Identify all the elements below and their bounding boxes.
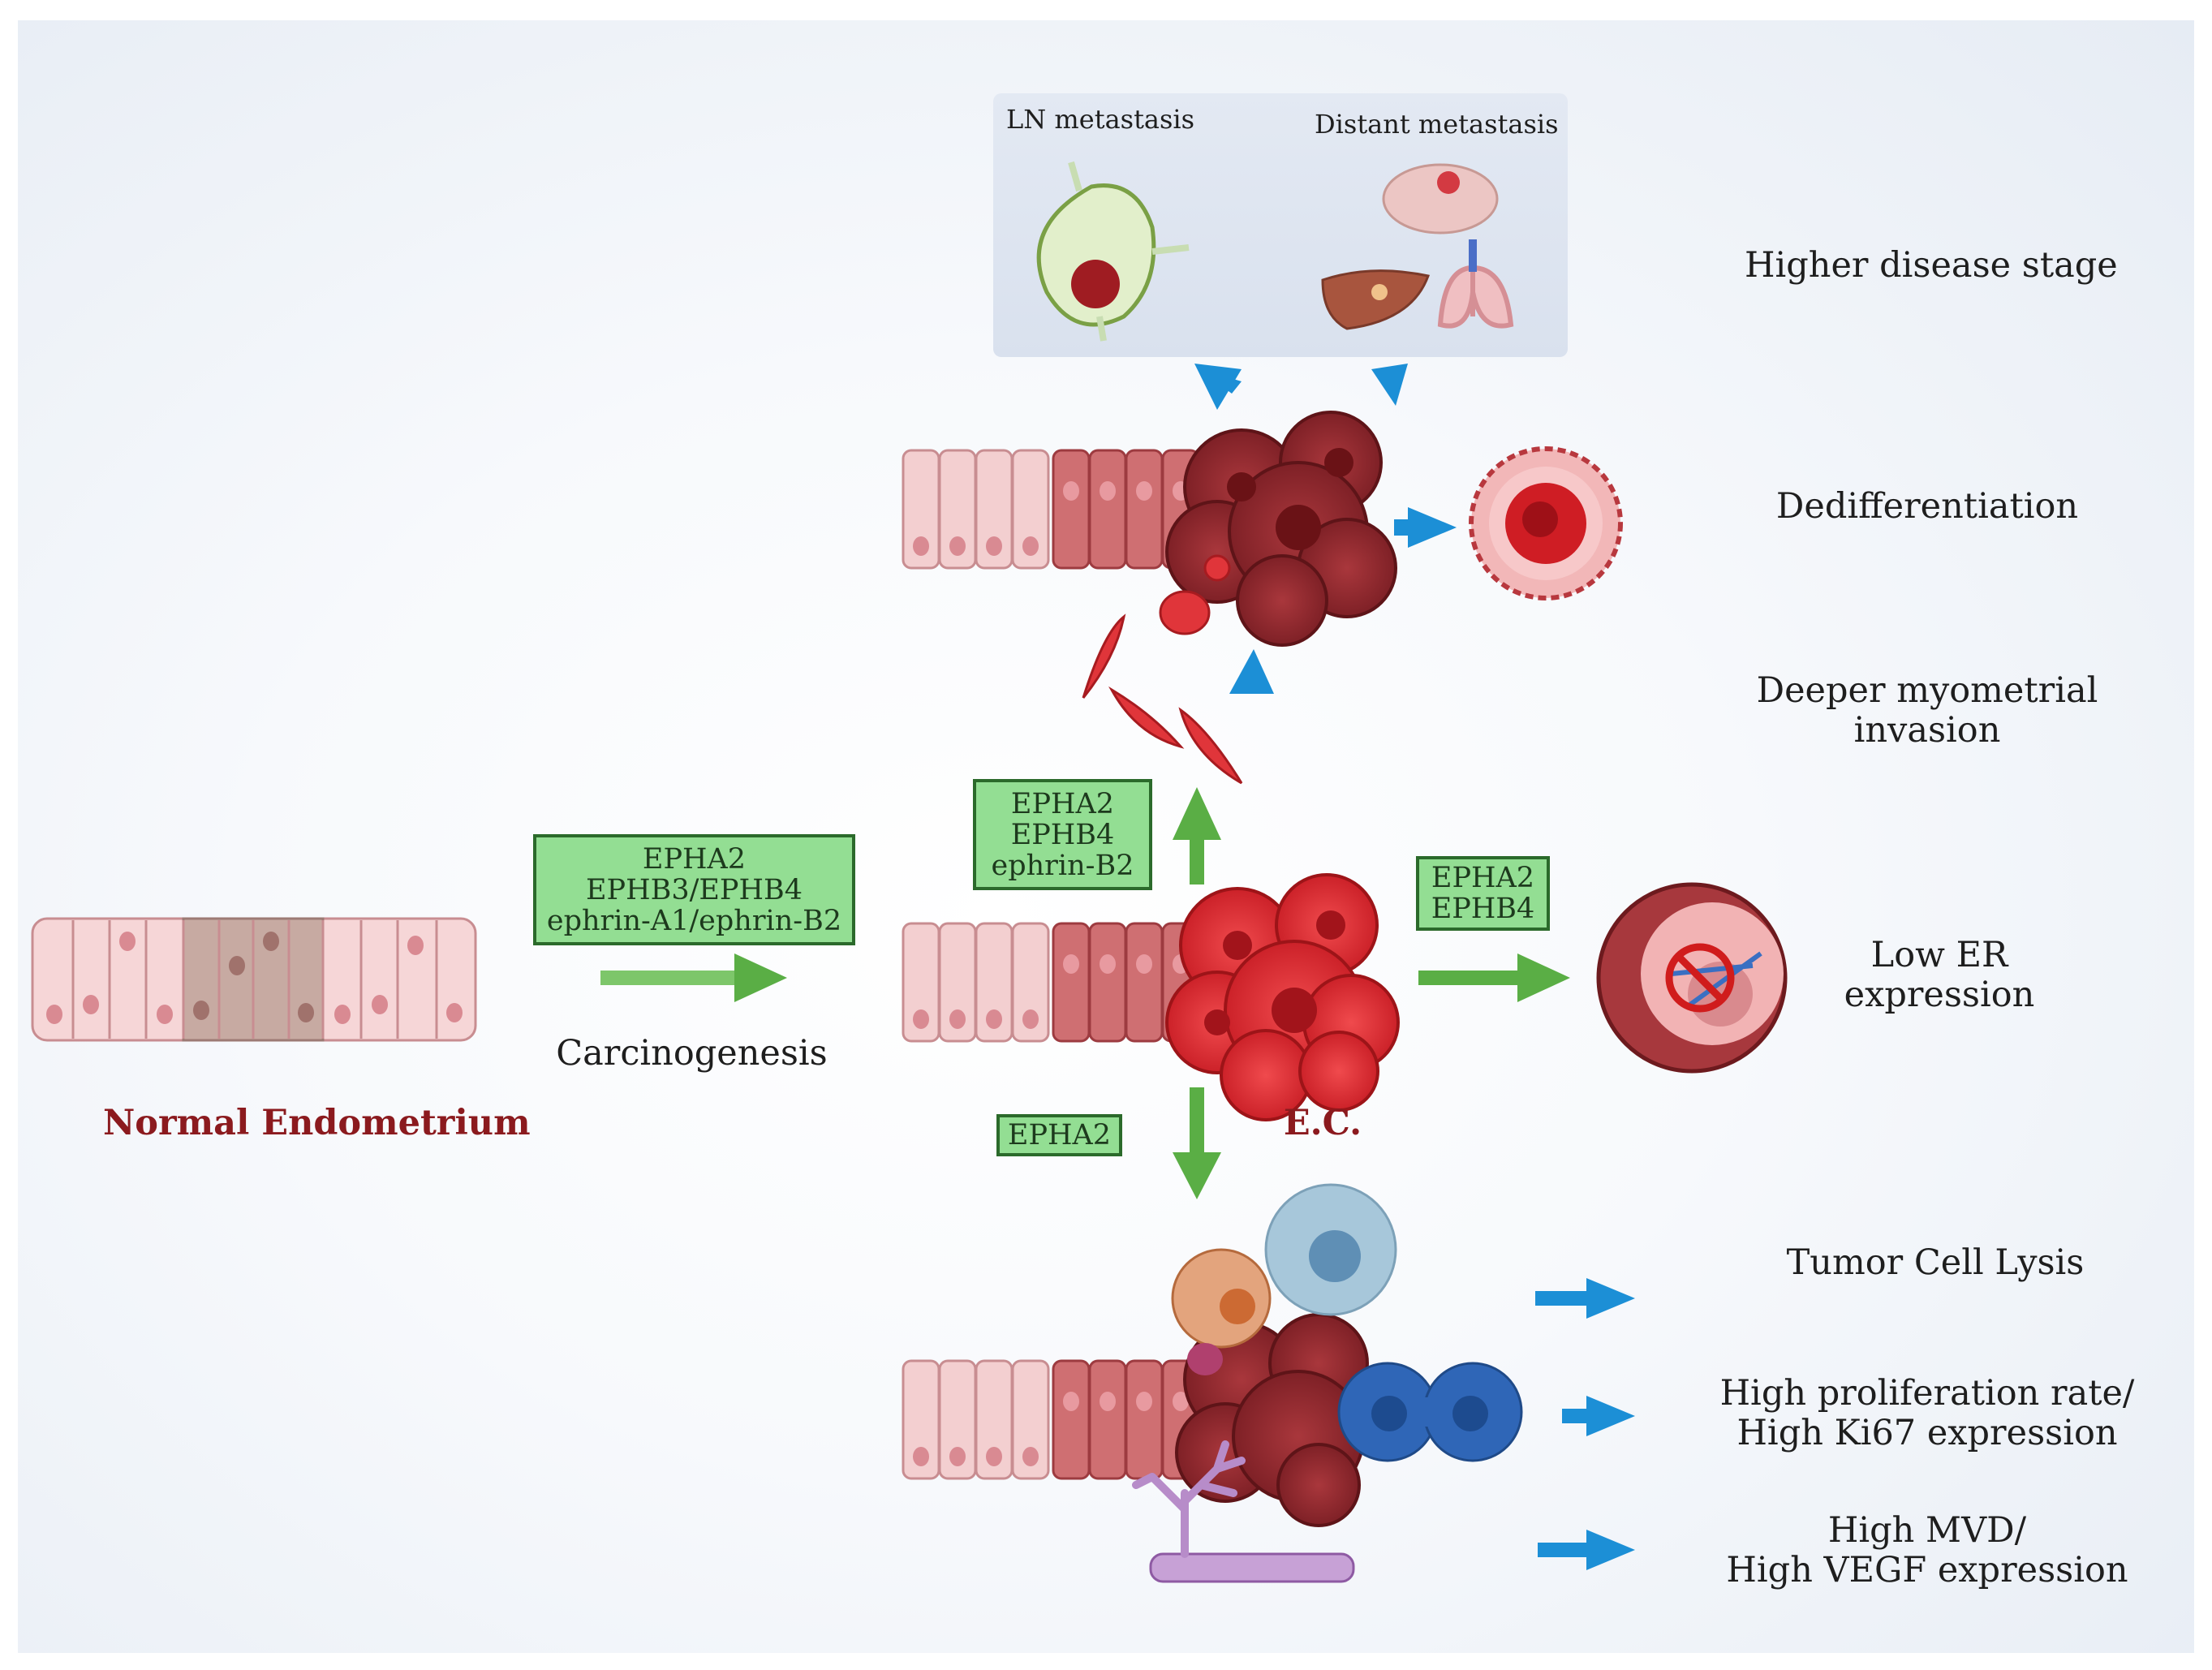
invasion-marker-1: EPHA2: [1010, 787, 1115, 820]
blood-vessel: [1132, 1440, 1355, 1583]
lysis-markers-box: EPHA2: [996, 1114, 1122, 1156]
low-er-label-1: Low ER: [1870, 935, 2008, 975]
normal-endometrium-label: Normal Endometrium: [103, 1103, 531, 1143]
blue-arrows: [1194, 364, 1635, 1570]
ln-metastasis-label: LN metastasis: [1006, 104, 1195, 135]
invasion-marker-3: ephrin-B2: [991, 849, 1134, 882]
ec-label: E.C.: [1283, 1103, 1362, 1143]
er-markers-box: EPHA2 EPHB4: [1416, 856, 1550, 931]
tumor-mass-ec: [1165, 873, 1400, 1121]
myometrial-invasion-label-2: invasion: [1853, 710, 2001, 751]
immune-cells: [1171, 1183, 1523, 1462]
migrating-cells: [1082, 554, 1243, 785]
green-arrows: [600, 787, 1570, 1199]
mvd-label-1: High MVD/: [1827, 1510, 2027, 1551]
invasion-markers-box: EPHA2 EPHB4 ephrin-B2: [973, 779, 1152, 890]
myometrial-invasion-label-1: Deeper myometrial: [1756, 670, 2098, 711]
mvd-label-2: High VEGF expression: [1726, 1550, 2128, 1590]
low-er-cell: [1596, 882, 1788, 1074]
tumor-mass-bottom: [1175, 1313, 1369, 1527]
distant-metastasis-label: Distant metastasis: [1315, 109, 1559, 140]
tissue-strip-top: [902, 449, 1200, 570]
dedifferentiated-cell: [1469, 446, 1623, 600]
proliferation-label-1: High proliferation rate/: [1719, 1373, 2135, 1414]
lymph-node-illustration: [1036, 161, 1190, 342]
tumor-cell-lysis-label: Tumor Cell Lysis: [1786, 1242, 2085, 1283]
distant-organs-illustration: [1321, 163, 1514, 330]
er-marker-2: EPHB4: [1431, 893, 1535, 925]
carcinogenesis-markers-box: EPHA2 EPHB3/EPHB4 ephrin-A1/ephrin-B2: [533, 834, 855, 945]
low-er-label-2: expression: [1844, 975, 2035, 1015]
tissue-strip-bottom: [902, 1359, 1200, 1480]
dedifferentiation-label: Dedifferentiation: [1775, 486, 2079, 527]
carcino-marker-2: EPHB3/EPHB4: [585, 873, 803, 906]
proliferation-label-2: High Ki67 expression: [1736, 1413, 2118, 1453]
tumor-mass-top: [1165, 411, 1397, 647]
carcinogenesis-label: Carcinogenesis: [556, 1033, 828, 1074]
lysis-marker-1: EPHA2: [1007, 1119, 1112, 1151]
carcino-marker-1: EPHA2: [642, 842, 747, 876]
tissue-strip-middle: [902, 922, 1200, 1043]
carcino-marker-3: ephrin-A1/ephrin-B2: [546, 904, 842, 937]
er-marker-1: EPHA2: [1431, 862, 1535, 894]
higher-disease-stage-label: Higher disease stage: [1745, 245, 2118, 286]
invasion-marker-2: EPHB4: [1010, 818, 1115, 851]
normal-endometrium-strip: [31, 917, 477, 1042]
